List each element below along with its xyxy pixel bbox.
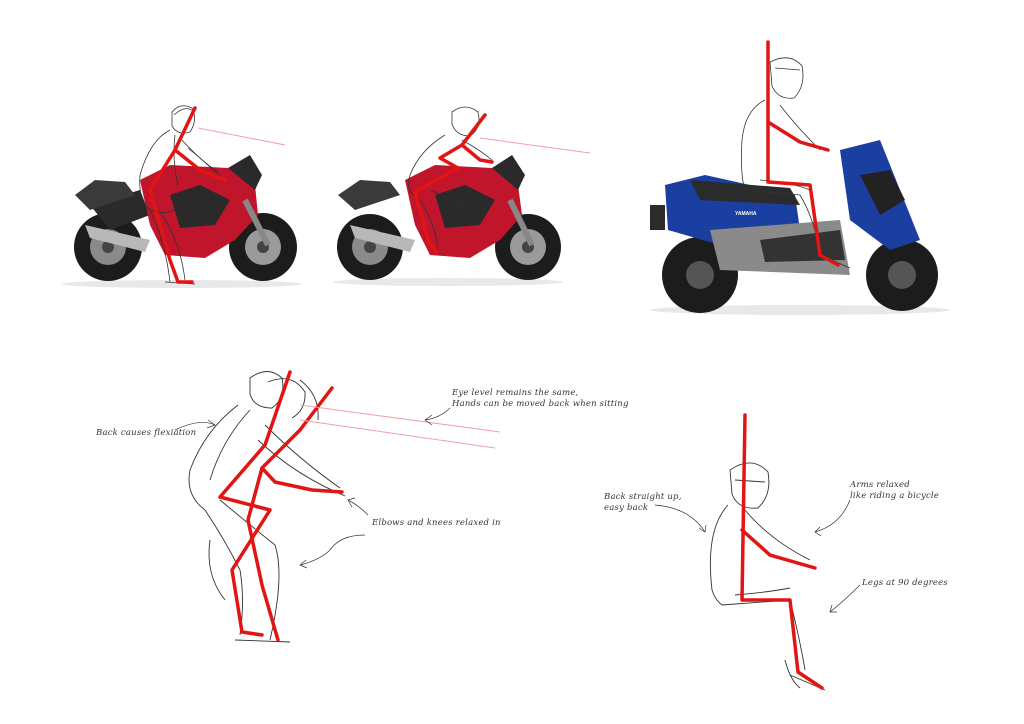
annotation-eye-level: Eye level remains the same, Hands can be… — [452, 388, 629, 409]
leader-arrow — [299, 534, 366, 566]
sight-line — [299, 419, 496, 449]
annotation-back-straight: Back straight up, easy back — [604, 492, 682, 513]
leader-arrow — [347, 499, 369, 516]
leader-arrow — [174, 422, 216, 431]
brand-label: HONDA — [205, 258, 224, 264]
sight-line — [299, 404, 501, 433]
crouched-rider-sketch — [174, 370, 501, 643]
leader-arrow — [829, 584, 861, 613]
leader-arrow — [424, 407, 451, 421]
sight-line — [479, 137, 591, 154]
sight-line — [197, 127, 286, 146]
posture-skeleton-leaning — [260, 386, 344, 494]
posture-skeleton — [766, 40, 840, 267]
annotation-arms-relaxed: Arms relaxed like riding a bicycle — [850, 480, 940, 501]
annotation-legs-90: Legs at 90 degrees — [862, 578, 948, 588]
scooter: YAMAHA — [650, 40, 950, 315]
sport-bike-1: HONDA — [62, 105, 302, 288]
leader-arrow — [654, 504, 706, 533]
upright-rider-sketch — [654, 413, 861, 691]
leader-arrow — [814, 499, 851, 533]
posture-skeleton-upright — [218, 370, 292, 637]
sport-bike-2: HONDA — [333, 106, 591, 286]
posture-skeleton — [740, 413, 824, 690]
annotation-elbows-knees: Elbows and knees relaxed in — [372, 518, 501, 528]
brand-label: HONDA — [470, 258, 489, 264]
annotation-back-flexion: Back causes flexiation — [96, 428, 197, 438]
posture-skeleton — [148, 106, 197, 284]
brand-label: YAMAHA — [735, 211, 757, 217]
